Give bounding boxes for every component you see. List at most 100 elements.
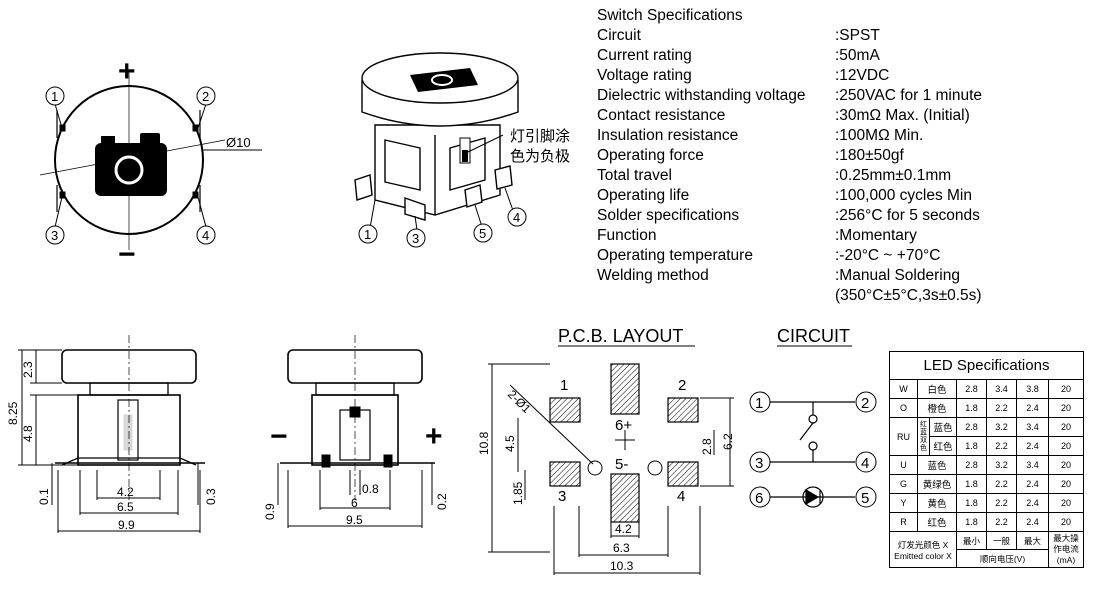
spec-row: Welding method :Manual Soldering — [597, 266, 1097, 286]
max-current-line-1: 最大操 — [1053, 533, 1079, 543]
pad-label-1: 1 — [560, 377, 568, 394]
table-row: U 蓝色 2.8 3.2 3.4 20 — [889, 455, 1084, 475]
circuit-node-3: 3 — [749, 451, 771, 473]
svg-text:6: 6 — [755, 490, 763, 507]
dim-6-2: 6.2 — [721, 433, 735, 450]
min-cell: 1.8 — [956, 512, 987, 532]
dim-4-2-pcb: 4.2 — [615, 522, 632, 536]
spec-value: :-20°C ~ +70°C — [835, 247, 941, 264]
svg-text:2: 2 — [202, 89, 209, 104]
spec-value: :250VAC for 1 minute — [835, 87, 983, 104]
pin-callout-4: 4 — [196, 225, 216, 245]
emitted-color-header: 灯发光颜色 X Emitted color X — [889, 531, 957, 568]
max-cell: 3.8 — [1016, 379, 1049, 399]
iso-pin-callout-4: 4 — [507, 207, 527, 227]
typ-cell: 2.2 — [986, 493, 1017, 513]
circuit-node-2: 2 — [855, 391, 877, 413]
max-header: 最大 — [1016, 531, 1049, 550]
dim-6-5: 6.5 — [117, 500, 134, 514]
pad-label-6-plus: 6+ — [615, 417, 632, 434]
max-cell: 3.4 — [1016, 455, 1049, 475]
table-row: Y 黄色 1.8 2.2 2.4 20 — [889, 493, 1084, 513]
spec-key: Current rating — [597, 47, 692, 64]
note-line-1: 灯引脚涂 — [510, 128, 571, 145]
spec-key: Voltage rating — [597, 67, 692, 84]
svg-text:3: 3 — [412, 231, 419, 246]
current-cell: 20 — [1048, 493, 1084, 513]
max-cell: 2.4 — [1016, 436, 1049, 456]
dim-0-2: 0.2 — [435, 493, 449, 510]
typ-cell: 2.2 — [986, 436, 1017, 456]
spec-value: :30mΩ Max. (Initial) — [835, 107, 970, 124]
typ-cell: 2.2 — [986, 474, 1017, 494]
dim-0-3: 0.3 — [204, 488, 218, 505]
pcb-layout-drawing: P.C.B. LAYOUT 2-Ø1 1 2 3 4 6 — [477, 326, 735, 575]
spec-value: :50mA — [835, 47, 880, 64]
spec-row: Operating temperature:-20°C ~ +70°C — [597, 246, 1097, 266]
circuit-node-4: 4 — [855, 451, 877, 473]
svg-text:5: 5 — [479, 226, 486, 241]
spec-value: :180±50gf — [835, 147, 904, 164]
svg-text:3: 3 — [755, 455, 763, 472]
iso-pin-callout-5: 5 — [473, 223, 493, 243]
spec-row: Operating force :180±50gf — [597, 146, 1097, 166]
current-cell: 20 — [1048, 398, 1084, 418]
group-note-cell: 红蓝双色 — [917, 417, 930, 456]
dim-6-3: 6.3 — [613, 541, 630, 555]
pad-label-5-minus: 5- — [615, 456, 628, 473]
table-row: RU 红蓝双色 蓝色 2.8 3.2 3.4 20 — [889, 417, 1084, 456]
code-cell: W — [889, 379, 918, 399]
min-cell: 1.8 — [956, 398, 987, 418]
led-table-title: LED Specifications — [889, 351, 1084, 380]
color-cell: 红色 — [917, 512, 957, 532]
spec-row: Dielectric withstanding voltage:250VAC f… — [597, 86, 1097, 106]
emitted-color-cn: 灯发光颜色 X — [897, 539, 949, 550]
color-cell: 红色 — [929, 436, 957, 456]
max-current-header: 最大操 作电流 (mA) — [1048, 531, 1084, 568]
code-cell: RU — [889, 417, 918, 456]
max-cell: 2.4 — [1016, 493, 1049, 513]
dim-9-9: 9.9 — [118, 518, 135, 532]
spec-row: Contact resistance:30mΩ Max. (Initial) — [597, 106, 1097, 126]
pin-callout-1: 1 — [45, 86, 65, 106]
diameter-label: Ø10 — [226, 135, 251, 150]
code-cell: O — [889, 398, 918, 418]
dim-4-5: 4.5 — [503, 435, 517, 452]
led-specifications-table: LED Specifications W 白色 2.8 3.4 3.8 20 O… — [889, 351, 1084, 568]
spec-row: Function:Momentary — [597, 226, 1097, 246]
current-cell: 20 — [1048, 436, 1084, 456]
side-view-left-drawing: 8.25 2.3 4.8 0.1 0.3 4.2 6.5 9.9 — [6, 335, 218, 533]
current-cell: 20 — [1048, 455, 1084, 475]
code-cell: U — [889, 455, 918, 475]
spec-row: (350°C±5°C,3s±0.5s) — [597, 286, 1097, 306]
table-row: W 白色 2.8 3.4 3.8 20 — [889, 379, 1084, 399]
table-row: G 黄绿色 1.8 2.2 2.4 20 — [889, 474, 1084, 494]
pin-callout-2: 2 — [196, 86, 216, 106]
spec-row: Operating life:100,000 cycles Min — [597, 186, 1097, 206]
typ-cell: 3.4 — [986, 379, 1017, 399]
forward-voltage-header: 顺向电压(V) — [956, 549, 1049, 568]
spec-value: :100,000 cycles Min — [835, 187, 972, 204]
table-row: O 橙色 1.8 2.2 2.4 20 — [889, 398, 1084, 418]
hole-label: 2-Ø1 — [505, 387, 534, 416]
spec-value: :Manual Soldering — [835, 267, 960, 284]
spec-row: Voltage rating:12VDC — [597, 66, 1097, 86]
top-view-drawing: + − Ø10 1 2 3 4 — [39, 55, 262, 271]
spec-key: Operating force — [597, 147, 704, 164]
dim-4-2: 4.2 — [117, 485, 134, 499]
dim-4-8: 4.8 — [21, 425, 35, 442]
svg-text:3: 3 — [51, 228, 58, 243]
minus-label-side: − — [270, 420, 288, 453]
svg-text:4: 4 — [861, 455, 869, 472]
plus-label: + — [118, 55, 136, 88]
note-line-2: 色为负极 — [510, 148, 571, 165]
spec-value: :Momentary — [835, 227, 917, 244]
iso-pin-callout-3: 3 — [406, 228, 426, 248]
code-cell: Y — [889, 493, 918, 513]
camera-icon — [95, 133, 167, 196]
circuit-node-6: 6 — [749, 486, 771, 508]
color-cell: 黄色 — [917, 493, 957, 513]
min-cell: 2.8 — [956, 379, 987, 399]
spec-key: Welding method — [597, 267, 709, 284]
min-cell: 1.8 — [956, 493, 987, 513]
